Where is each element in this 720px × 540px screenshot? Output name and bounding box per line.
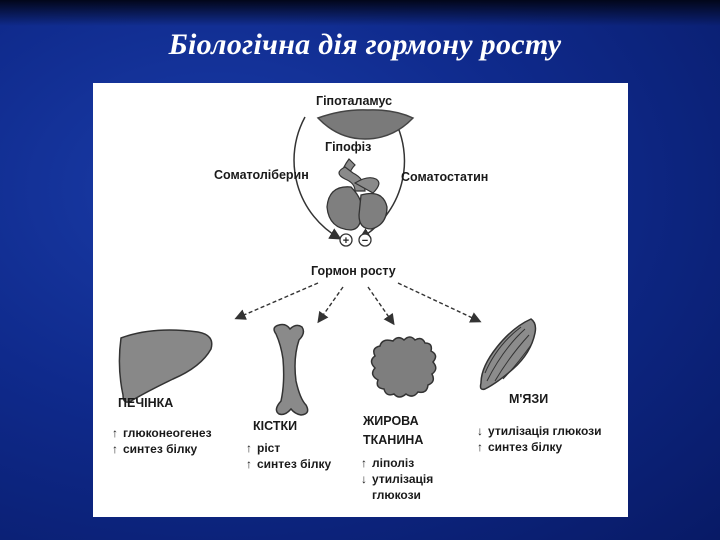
pituitary-label: Гіпофіз bbox=[325, 140, 372, 154]
up-arrow-icon: ↑ bbox=[361, 456, 367, 470]
pituitary-gland-icon bbox=[326, 158, 388, 231]
up-arrow-icon: ↑ bbox=[477, 440, 483, 454]
up-arrow-icon: ↑ bbox=[246, 457, 252, 471]
bone-icon bbox=[273, 323, 309, 416]
up-arrow-icon: ↑ bbox=[112, 426, 118, 440]
growth-hormone-label: Гормон росту bbox=[311, 264, 396, 278]
list-item: ↑синтез білку bbox=[477, 440, 563, 454]
list-item: ↓утилізація bbox=[361, 472, 434, 486]
hypothalamus-label: Гіпоталамус bbox=[316, 94, 393, 108]
list-item: ↑ліполіз bbox=[361, 456, 415, 470]
fat-effects: ↑ліполіз ↓утилізація глюкози bbox=[359, 455, 433, 503]
feedback-arc-left bbox=[293, 116, 342, 240]
liver-icon bbox=[118, 329, 213, 403]
arrow-to-liver bbox=[234, 282, 319, 320]
muscle-icon bbox=[479, 318, 537, 391]
arrow-to-muscle bbox=[397, 282, 482, 323]
somatostatin-label: Соматостатин bbox=[401, 170, 489, 184]
down-arrow-icon: ↓ bbox=[361, 472, 367, 486]
top-band bbox=[0, 0, 720, 26]
diagram-drawing: + − bbox=[118, 109, 537, 416]
inhibition-minus-icon bbox=[358, 233, 372, 247]
somatoliberin-label: Соматоліберин bbox=[214, 168, 309, 182]
list-item: ↑глюконеогенез bbox=[112, 426, 212, 440]
up-arrow-icon: ↑ bbox=[112, 442, 118, 456]
down-arrow-icon: ↓ bbox=[477, 424, 483, 438]
liver-label: ПЕЧІНКА bbox=[118, 396, 174, 410]
list-item: глюкози bbox=[372, 488, 421, 502]
muscle-effects: ↓утилізація глюкози ↑синтез білку bbox=[475, 423, 602, 455]
list-item: ↓утилізація глюкози bbox=[477, 424, 602, 438]
minus-sign: − bbox=[362, 235, 368, 247]
up-arrow-icon: ↑ bbox=[246, 441, 252, 455]
fat-label-line2: ТКАНИНА bbox=[363, 433, 424, 447]
plus-sign: + bbox=[343, 235, 349, 247]
bones-label: КІСТКИ bbox=[253, 419, 298, 433]
diagram-panel: + − Гіпоталамус Гіпофіз Соматоліберин Со… bbox=[93, 83, 628, 517]
fat-tissue-icon bbox=[370, 336, 437, 398]
liver-effects: ↑глюконеогенез ↑синтез білку bbox=[110, 425, 212, 457]
list-item: ↑синтез білку bbox=[112, 442, 198, 456]
fat-label-line1: ЖИРОВА bbox=[363, 414, 419, 428]
stimulation-plus-icon bbox=[339, 233, 353, 247]
hypothalamus-shape bbox=[316, 109, 415, 140]
list-item: ↑синтез білку bbox=[246, 457, 332, 471]
slide-title: Біологічна дія гормону росту bbox=[168, 28, 562, 61]
bones-effects: ↑ріст ↑синтез білку bbox=[244, 440, 331, 472]
muscle-label: М'ЯЗИ bbox=[509, 392, 549, 406]
arrow-to-bones bbox=[317, 286, 344, 324]
arrow-to-fat bbox=[367, 286, 395, 326]
list-item: ↑ріст bbox=[246, 441, 281, 455]
